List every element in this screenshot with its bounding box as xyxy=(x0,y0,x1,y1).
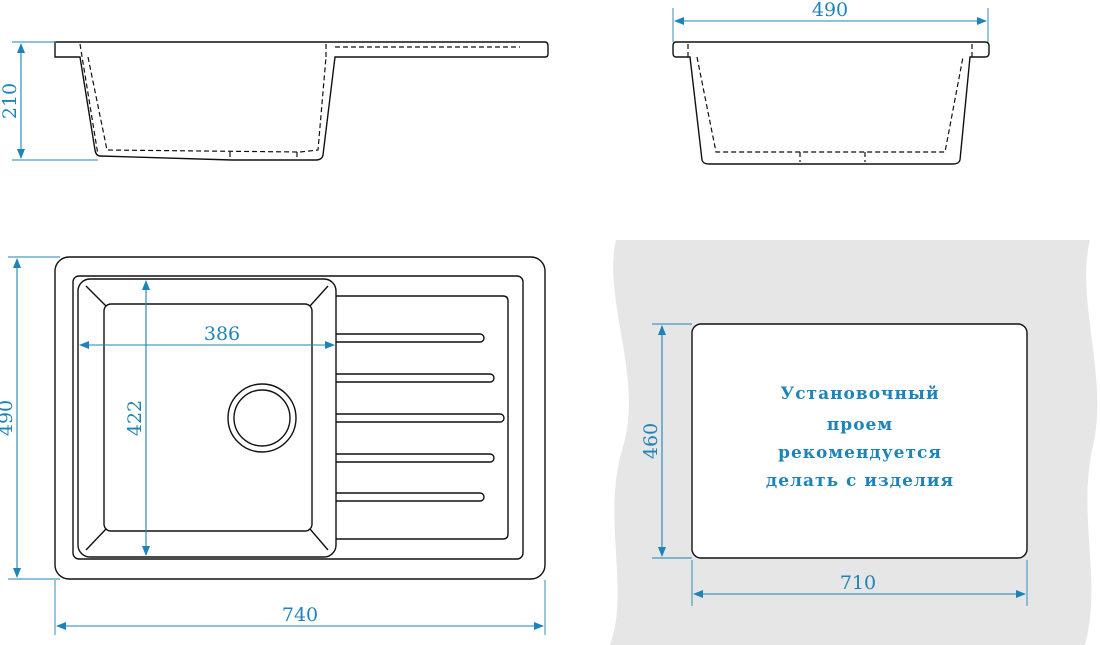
note-line-1: Установочный xyxy=(780,384,939,404)
front-width-label: 490 xyxy=(812,0,848,21)
top-view: 740 490 386 422 xyxy=(0,256,546,635)
drain-groove xyxy=(336,333,485,343)
top-depth-label: 490 xyxy=(0,400,17,436)
cutout-view: Установочный проем рекомендуется делать … xyxy=(610,240,1098,645)
bowl-depth-label: 422 xyxy=(124,400,146,436)
note-line-3: рекомендуется xyxy=(778,443,942,463)
side-height-label: 210 xyxy=(0,83,21,119)
note-line-4: делать с изделия xyxy=(766,471,954,491)
drain-groove xyxy=(336,492,485,502)
drain-groove xyxy=(336,413,505,423)
cutout-depth-label: 460 xyxy=(640,423,662,459)
drain-groove xyxy=(336,373,495,383)
front-view: 490 xyxy=(672,0,990,165)
note-line-2: проем xyxy=(827,415,893,435)
drain-groove xyxy=(336,453,495,463)
top-length-label: 740 xyxy=(282,604,318,626)
cutout-opening xyxy=(691,323,1028,559)
side-view: 210 xyxy=(0,41,549,161)
bowl-width-label: 386 xyxy=(204,323,240,345)
cutout-width-label: 710 xyxy=(840,572,876,594)
